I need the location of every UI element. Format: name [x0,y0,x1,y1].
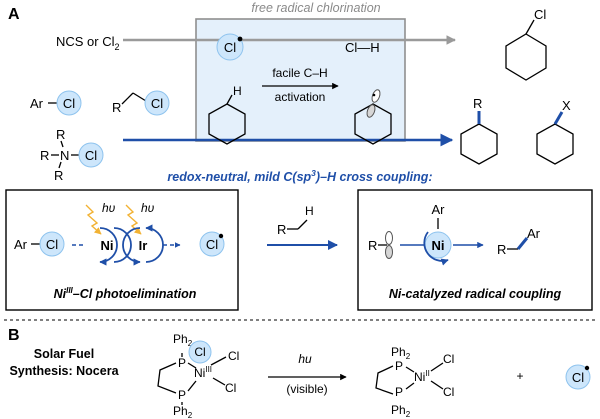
svg-text:Ph2: Ph2 [391,403,411,419]
svg-text:Cl: Cl [85,148,97,163]
svg-text:Ph2: Ph2 [173,332,193,348]
svg-text:H: H [305,204,314,218]
svg-text:Ar: Ar [30,96,44,111]
radical-coupling-box [357,189,593,311]
svg-text:NiIII: NiIII [194,365,212,380]
solar-fuel-title-line1: Solar Fuel [34,347,94,361]
svg-text:Cl: Cl [151,96,163,111]
solar-fuel-title-line2: Synthesis: Nocera [9,364,119,378]
nickel-ii-complex: Ph2 P NiII Cl Cl P Ph2 [375,345,454,419]
activation-label-line1: facile C–H [272,66,327,80]
svg-text:R: R [54,168,63,183]
panel-a-label: A [8,6,20,23]
svg-text:Cl: Cl [534,7,546,22]
photoelimination-caption: NiIII–Cl photoelimination [54,286,197,301]
svg-text:Ar: Ar [432,202,446,217]
svg-text:Ir: Ir [139,238,148,253]
photo-chlorine-radical: Cl [199,231,225,257]
plus-sign: + [516,369,523,383]
cyclohexyl-r-product: R [460,96,498,165]
svg-text:Cl: Cl [572,370,584,385]
visible-light-label: (visible) [286,382,327,396]
svg-text:R: R [497,242,506,257]
alkyl-chloride: R Cl [112,90,170,116]
aryl-chloride: Ar Cl [30,90,82,116]
svg-text:N: N [60,148,69,163]
svg-text:P: P [395,359,403,373]
photo-aryl-chloride: Ar Cl [14,231,65,257]
coupled-product: R Ar [497,226,541,257]
svg-text:P: P [178,388,186,402]
svg-text:Ni: Ni [432,238,445,253]
svg-text:P: P [178,356,186,370]
svg-text:Cl: Cl [224,40,236,55]
chlorinating-reagent: NCS or Cl2 [56,34,120,52]
photolysis-condition: hu [298,352,312,366]
chlorocyclohexane-product: Cl [505,7,547,81]
released-chlorine-radical: Cl [565,364,591,390]
cyclohexyl-x-product: X [536,98,574,165]
svg-text:Ni: Ni [101,238,114,253]
panel-b-label: B [8,327,20,344]
svg-text:R: R [277,222,286,237]
nickel-cycle: Ni [99,227,132,266]
alkane-substrate: R H [277,204,314,237]
light-bolt-2 [125,204,142,235]
cross-coupling-caption: redox-neutral, mild C(sp3)–H cross coupl… [167,168,432,184]
svg-text:Ph2: Ph2 [173,404,193,419]
svg-text:R: R [368,238,377,253]
svg-text:Cl: Cl [206,237,218,252]
svg-text:R: R [56,127,65,142]
cyclohexane-substrate: H [208,84,246,145]
svg-text:R: R [112,100,121,115]
n-chloroamine: R N Cl R R [40,127,104,183]
hydrogen-chloride: Cl—H [345,40,380,55]
chlorine-radical: Cl [216,33,244,61]
svg-text:Cl: Cl [443,352,454,366]
nickel-iii-complex: Ph2 Cl Cl P NiIII Cl P Ph2 [157,332,239,419]
svg-text:Cl: Cl [225,381,236,395]
svg-text:H: H [233,84,242,98]
svg-text:Cl: Cl [443,385,454,399]
svg-text:Cl: Cl [63,96,75,111]
svg-text:Ph2: Ph2 [391,345,411,361]
svg-text:P: P [395,385,403,399]
activation-label-line2: activation [275,90,326,104]
svg-text:R: R [473,96,482,111]
svg-text:X: X [562,98,571,113]
cyclohexyl-radical [354,89,392,145]
hv-label-2: hυ [141,201,155,215]
radical-coupling-caption: Ni-catalyzed radical coupling [389,287,562,301]
light-bolt-1 [85,204,102,235]
hv-label-1: hυ [102,201,116,215]
svg-text:Ar: Ar [14,237,28,252]
ni-coupling-cycle: Ar Ni [423,202,452,266]
svg-text:NiII: NiII [414,369,430,384]
svg-text:Cl: Cl [194,345,205,359]
svg-text:Ar: Ar [527,226,541,241]
free-radical-chlorination-header: free radical chlorination [251,1,380,15]
svg-text:Cl: Cl [46,237,58,252]
alkyl-radical: R [368,231,393,259]
svg-text:R: R [40,148,49,163]
svg-text:Cl: Cl [228,349,239,363]
